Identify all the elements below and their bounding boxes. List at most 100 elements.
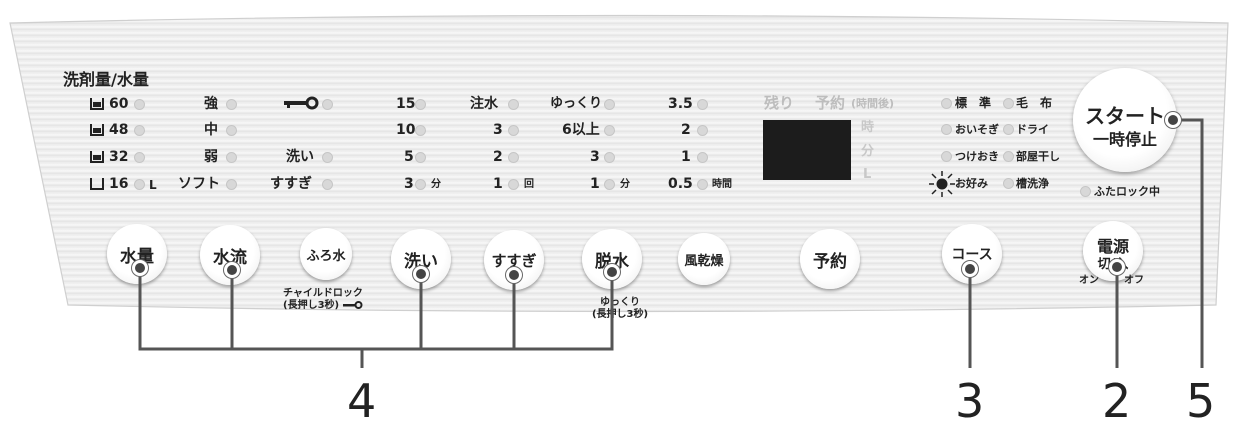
rinse-fill-led xyxy=(508,99,519,110)
flow-soft: ソフト xyxy=(178,176,220,192)
water-level-60-led xyxy=(134,99,145,110)
rinse-count-3-led xyxy=(508,125,519,136)
callout-point xyxy=(132,260,148,276)
lit-led-icon xyxy=(929,171,955,197)
child-lock-note-hold: (長押し3秒) xyxy=(283,300,340,311)
bath-water-button[interactable]: ふろ水 xyxy=(300,228,352,280)
flow-strong: 強 xyxy=(204,96,218,112)
course-tub-clean-led xyxy=(1003,178,1014,189)
wash-time-10-led xyxy=(415,125,426,136)
spin-6plus-led xyxy=(604,125,615,136)
callout-number-3: 3 xyxy=(955,374,985,428)
water-level-60: 60 xyxy=(109,96,129,112)
rinse-count-1-led xyxy=(508,179,519,190)
course-quick: おいそぎ xyxy=(955,123,999,136)
pause-label: 一時停止 xyxy=(1092,130,1157,149)
display-unit-minute: 分 xyxy=(861,144,875,159)
child-lock-led xyxy=(322,99,333,110)
display-reserve-note: (時間後) xyxy=(851,97,895,110)
dry-2-led xyxy=(697,125,708,136)
course-indoor-dry-led xyxy=(1003,151,1014,162)
wash-led xyxy=(322,152,333,163)
water-level-32: 32 xyxy=(109,149,129,165)
flow-medium: 中 xyxy=(204,122,218,138)
start-pause-button[interactable]: スタート 一時停止 xyxy=(1073,68,1177,172)
callout-point xyxy=(224,262,240,278)
display-remain-label: 残り xyxy=(764,94,795,112)
display-unit-liter: L xyxy=(863,167,872,182)
dry-1: 1 xyxy=(681,149,691,165)
reserve-button[interactable]: 予約 xyxy=(800,229,860,289)
spin-button[interactable]: 脱水 xyxy=(582,229,642,289)
power-on-label: オン xyxy=(1079,275,1099,286)
wash-time-15-led xyxy=(415,99,426,110)
dry-3-5: 3.5 xyxy=(668,96,693,112)
wash-time-15: 15 xyxy=(396,96,416,112)
course-custom: お好み xyxy=(955,177,988,190)
wash-time-unit: 分 xyxy=(431,179,441,190)
flow-medium-led xyxy=(226,125,237,136)
water-level-16: 16 xyxy=(109,176,129,192)
spin-slow-note-line2: (長押し3秒) xyxy=(591,309,649,320)
course-dry: ドライ xyxy=(1016,123,1049,136)
wash-time-3: 3 xyxy=(404,176,414,192)
course-standard-led xyxy=(941,98,952,109)
power-off-label: オフ xyxy=(1124,275,1144,286)
reserve-button-label: 予約 xyxy=(813,251,847,272)
spin-slow: ゆっくり xyxy=(550,96,603,111)
time-display xyxy=(763,120,851,180)
rinse-count-unit: 回 xyxy=(524,179,534,190)
course-quick-led xyxy=(941,124,952,135)
water-flow-button-label: 水流 xyxy=(213,247,247,268)
water-level-16-led xyxy=(134,179,145,190)
callout-point xyxy=(1165,112,1181,128)
rinse-count-3: 3 xyxy=(493,122,503,138)
start-label: スタート xyxy=(1085,104,1165,128)
air-dry-button[interactable]: 風乾燥 xyxy=(678,233,730,285)
course-soak-led xyxy=(941,151,952,162)
callout-point xyxy=(413,266,429,282)
callout-point xyxy=(1109,259,1125,275)
flow-weak: 弱 xyxy=(204,149,218,165)
callout-point xyxy=(962,261,978,277)
rinse-fill: 注水 xyxy=(470,96,498,112)
wash-indicator-label: 洗い xyxy=(286,149,314,165)
spin-1-led xyxy=(604,179,615,190)
water-level-title: 洗剤量/水量 xyxy=(63,70,149,89)
rinse-led xyxy=(322,179,333,190)
child-lock-note-line1: チャイルドロック xyxy=(283,288,363,299)
child-lock-note-line2: (長押し3秒) xyxy=(283,300,363,312)
water-level-48: 48 xyxy=(109,122,129,138)
flow-strong-led xyxy=(226,99,237,110)
dry-2: 2 xyxy=(681,122,691,138)
spin-unit: 分 xyxy=(620,179,630,190)
course-blanket: 毛 布 xyxy=(1016,96,1053,110)
key-icon xyxy=(342,301,363,309)
spin-slow-led xyxy=(604,99,615,110)
wash-time-10: 10 xyxy=(396,122,416,138)
air-dry-button-label: 風乾燥 xyxy=(684,253,724,269)
course-dry-led xyxy=(1003,124,1014,135)
dry-0-5: 0.5 xyxy=(668,176,693,192)
child-lock-note: チャイルドロック (長押し3秒) xyxy=(283,288,363,312)
dry-1-led xyxy=(697,152,708,163)
spin-3: 3 xyxy=(590,149,600,165)
key-icon xyxy=(284,96,319,110)
course-soak: つけおき xyxy=(955,150,999,163)
display-unit-hour: 時 xyxy=(861,120,875,135)
water-level-unit: L xyxy=(149,178,157,192)
spin-3-led xyxy=(604,152,615,163)
spin-6plus: 6以上 xyxy=(562,122,600,138)
wash-button[interactable]: 洗い xyxy=(391,229,451,289)
bath-water-button-label: ふろ水 xyxy=(306,248,346,264)
callout-number-4: 4 xyxy=(347,374,377,428)
wash-button-label: 洗い xyxy=(404,251,438,272)
lid-lock-led xyxy=(1080,186,1091,197)
tub-icon xyxy=(90,98,104,110)
wash-time-5: 5 xyxy=(404,149,414,165)
dry-0-5-led xyxy=(697,179,708,190)
callout-point xyxy=(506,267,522,283)
rinse-count-2-led xyxy=(508,152,519,163)
